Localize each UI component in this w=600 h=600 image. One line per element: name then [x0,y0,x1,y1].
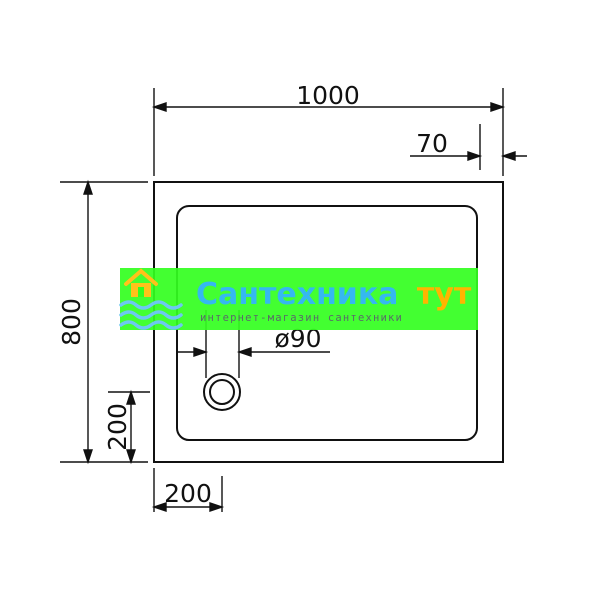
rim-dimension-label: 70 [416,129,448,158]
house-waves-logo-icon [119,268,183,330]
drain-icon [203,373,241,411]
width-dimension [151,88,506,176]
height-dimension [60,179,148,465]
drain-offset-y-dimension [108,389,150,465]
watermark-band [120,268,478,330]
watermark: Сантехника тут интернет-магазин сантехни… [119,268,478,330]
height-dimension-label: 800 [57,298,86,346]
watermark-title-part1: Сантехника [196,277,398,312]
drain-offset-x-label: 200 [164,479,212,508]
drain-offset-x-dimension [151,468,225,512]
width-dimension-label: 1000 [296,81,360,110]
rim-dimension [410,124,527,170]
watermark-title-part2: тут [417,277,472,312]
drain-offset-y-label: 200 [103,403,132,451]
watermark-title: Сантехника тут [196,277,472,312]
watermark-subtitle: интернет-магазин сантехники [200,312,403,324]
